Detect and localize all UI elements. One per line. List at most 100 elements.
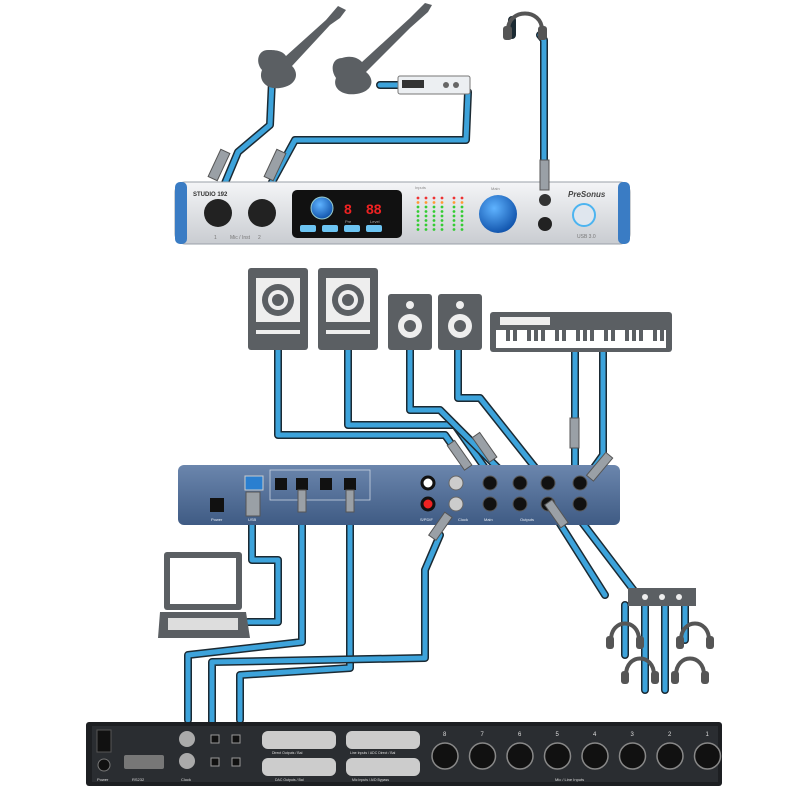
black-key	[506, 330, 510, 341]
channel-number: 8	[443, 732, 447, 738]
mic-inputs-dsub[interactable]	[346, 758, 420, 776]
dac-outputs-dsub[interactable]	[262, 758, 336, 776]
brand-logo: PreSonus	[568, 190, 606, 199]
usb-port[interactable]	[244, 475, 264, 491]
power-switch[interactable]	[96, 729, 112, 753]
prev-button[interactable]	[300, 225, 316, 232]
meter-led	[432, 214, 436, 218]
xlr-input[interactable]	[693, 742, 722, 770]
direct-outputs-label: Direct Outputs / Bal	[272, 751, 303, 755]
studio-monitor-2	[318, 268, 378, 350]
xlr-input[interactable]	[581, 742, 609, 770]
next-button[interactable]	[322, 225, 338, 232]
line-inputs-label: Line Inputs / ADC Direct / Bal	[350, 751, 396, 755]
power-jack[interactable]	[210, 498, 224, 512]
meter-led	[452, 196, 456, 200]
power-inlet[interactable]	[97, 758, 111, 772]
headphones-icon	[606, 621, 644, 649]
headphones-icon	[671, 656, 709, 684]
xlr-input[interactable]	[431, 742, 459, 770]
rear-port-label: Clock	[458, 517, 468, 522]
serial-port[interactable]	[124, 755, 164, 769]
effects-unit	[397, 75, 471, 95]
trs-jack[interactable]	[482, 496, 498, 512]
model-label: STUDIO 192	[193, 192, 228, 198]
meter-led	[452, 228, 456, 231]
spdif-out[interactable]	[420, 496, 436, 512]
optical-port[interactable]	[344, 478, 356, 490]
optical-port[interactable]	[275, 478, 287, 490]
meter-led	[452, 201, 456, 204]
xlr-input[interactable]	[468, 742, 497, 770]
headphone-jack[interactable]	[539, 194, 551, 206]
meter-led	[424, 214, 428, 218]
channel-number: 5	[556, 732, 560, 738]
plugs-rear	[245, 417, 614, 542]
guitar-1-cable	[216, 76, 276, 199]
meter-led	[416, 196, 420, 200]
meter-led	[460, 214, 464, 218]
power-button[interactable]	[572, 203, 596, 227]
electric-guitar-1-icon	[258, 6, 346, 89]
clock-label: Clock	[181, 777, 191, 782]
direct-outputs-dsub[interactable]	[262, 731, 336, 749]
clock-out[interactable]	[448, 496, 464, 512]
black-key	[611, 330, 615, 341]
trs-jack[interactable]	[482, 475, 498, 491]
meter-led	[440, 210, 444, 213]
studio-monitor-4	[438, 294, 482, 350]
level-meters	[416, 196, 464, 231]
xlr-input[interactable]	[543, 742, 572, 770]
mute-button[interactable]	[344, 225, 360, 232]
mic-inst-label: Mic / Inst	[230, 235, 251, 241]
channel-number: 4	[593, 732, 597, 738]
cables	[184, 16, 689, 759]
xlr-input[interactable]	[656, 742, 684, 770]
cue-button[interactable]	[366, 225, 382, 232]
meter-led	[432, 196, 436, 200]
meter-led	[416, 214, 420, 218]
optical-cable-2	[236, 486, 354, 724]
monitor-3-cable	[406, 346, 519, 489]
meter-led	[460, 219, 464, 222]
dac-outputs-label: DAC Outputs / Bal	[275, 778, 304, 782]
xlr-input[interactable]	[506, 742, 534, 770]
meter-led	[432, 210, 436, 213]
black-key	[632, 330, 636, 341]
xlr-input[interactable]	[618, 742, 647, 770]
optical-port[interactable]	[296, 478, 308, 490]
main-volume-knob[interactable]	[479, 195, 517, 233]
trs-jack[interactable]	[572, 475, 588, 491]
trs-jack[interactable]	[572, 496, 588, 512]
meter-led	[452, 219, 456, 222]
black-key	[653, 330, 657, 341]
clock-bnc-2[interactable]	[179, 753, 195, 769]
optical-port[interactable]	[320, 478, 332, 490]
combo-input-2[interactable]	[248, 199, 276, 227]
clock-bnc-1[interactable]	[179, 731, 195, 747]
meter-led	[440, 228, 444, 231]
combo-input-1[interactable]	[204, 199, 232, 227]
black-key	[660, 330, 664, 341]
trs-jack[interactable]	[540, 475, 556, 491]
meter-led	[432, 205, 436, 209]
black-key	[541, 330, 545, 341]
spdif-in[interactable]	[420, 475, 436, 491]
meter-led	[452, 223, 456, 227]
clock-in[interactable]	[448, 475, 464, 491]
optical-cable-1	[184, 486, 306, 724]
line-inputs-dsub[interactable]	[346, 731, 420, 749]
rear-port-label: USB	[248, 517, 257, 522]
meter-led	[452, 205, 456, 209]
trs-jack[interactable]	[512, 475, 528, 491]
black-key	[590, 330, 594, 341]
trs-jack[interactable]	[512, 496, 528, 512]
serial-label: RS232	[132, 777, 145, 782]
encoder-knob[interactable]	[310, 196, 334, 220]
meter-led	[424, 223, 428, 227]
black-key	[583, 330, 587, 341]
midi-keyboard	[490, 312, 672, 352]
rear-port-label: Power	[211, 517, 223, 522]
usb-label: USB 3.0	[577, 234, 596, 240]
